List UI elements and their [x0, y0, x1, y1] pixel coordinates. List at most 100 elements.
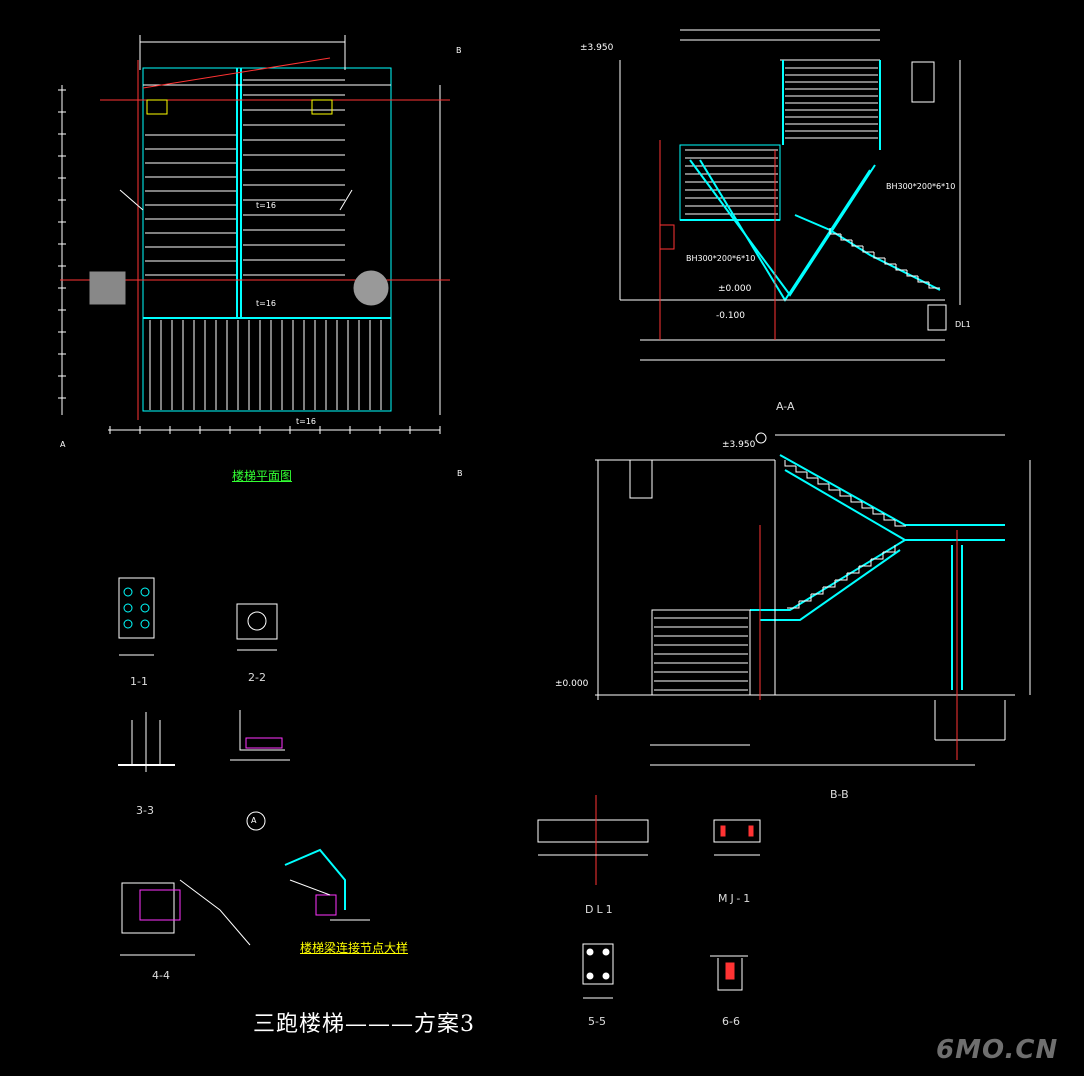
- bb-middle-stringer: [750, 539, 906, 611]
- aa-step: [862, 246, 874, 253]
- node-detail-title: 楼梯梁连接节点大样: [300, 941, 409, 955]
- bb-step: [847, 566, 860, 574]
- detail-1-1-bolt: [140, 603, 150, 613]
- bb-wall-block: [629, 459, 653, 499]
- plate-tag-1: t=16: [256, 201, 277, 210]
- plate-tag-3: t=16: [296, 417, 317, 426]
- drawing-main-title: 三跑楼梯———方案3: [253, 1012, 475, 1037]
- bb-step: [861, 502, 873, 509]
- aa-step: [829, 228, 841, 235]
- level-top-bb: ±3.950: [722, 440, 756, 450]
- plan-pad: [146, 99, 168, 115]
- detail-1-1-bolt: [123, 619, 133, 629]
- detail-a-marker: A: [251, 816, 257, 825]
- detail-1-1-bolt: [123, 587, 133, 597]
- detail-1-1-plate: [118, 577, 155, 639]
- detail-4-4-beam: [179, 879, 251, 946]
- detail-5-5-rebar: [602, 948, 610, 956]
- axis-b-bottom: B: [457, 469, 463, 478]
- node-leader: [289, 879, 331, 896]
- node-plate: [315, 894, 337, 916]
- bb-step: [806, 472, 818, 479]
- level-minus-aa: -0.100: [716, 311, 746, 321]
- detail-1-1-bolt: [140, 587, 150, 597]
- bb-step: [872, 508, 884, 515]
- bb-step: [871, 552, 884, 560]
- axis-a-left: A: [60, 440, 66, 449]
- bb-step: [799, 594, 812, 602]
- detail-6-6-section: [717, 958, 743, 991]
- bb-step: [795, 466, 807, 473]
- detail-6-6-stud: [725, 962, 735, 980]
- mj1-plate: [713, 819, 761, 843]
- aa-step: [884, 258, 896, 265]
- section-4-4-title: 4-4: [152, 969, 170, 982]
- aa-brace: [689, 159, 876, 297]
- detail-4-frame: [239, 710, 285, 751]
- bb-lower-flight: [651, 609, 751, 696]
- detail-5-5-rebar: [586, 948, 594, 956]
- bb-step: [850, 496, 862, 503]
- bb-step: [817, 478, 829, 485]
- plan-leader: [119, 189, 144, 211]
- detail-4-angle: [245, 737, 283, 749]
- detail-5-5-rebar: [602, 972, 610, 980]
- level-zero-bb: ±0.000: [555, 679, 589, 689]
- bb-step: [839, 490, 851, 497]
- bb-step: [787, 601, 800, 609]
- bb-step: [894, 520, 906, 527]
- detail-4-4-plate: [121, 882, 175, 934]
- aa-step: [906, 270, 918, 277]
- section-aa-title: A-A: [776, 400, 795, 413]
- mj1-stud: [748, 825, 754, 837]
- aa-wall-block: [911, 61, 935, 103]
- plan-column-square: [89, 271, 126, 305]
- detail-1-1-bolt: [140, 619, 150, 629]
- level-zero-aa: ±0.000: [718, 284, 752, 294]
- bb-step: [859, 559, 872, 567]
- section-5-5-title: 5-5: [588, 1015, 606, 1028]
- beam-tag-upper: BH300*200*6*10: [886, 182, 956, 191]
- mj1-title: MJ-1: [718, 892, 754, 905]
- detail-2-2-plate: [236, 603, 278, 640]
- section-3-3-title: 3-3: [136, 804, 154, 817]
- plan-column-round: [353, 270, 389, 306]
- plan-outline: [142, 67, 392, 412]
- detail-2-2-hole: [247, 611, 267, 631]
- watermark-logo: 6MO.CN: [936, 1035, 1059, 1065]
- bb-step: [883, 545, 896, 553]
- node-stringer: [284, 848, 346, 910]
- bb-step: [823, 580, 836, 588]
- bb-step: [811, 587, 824, 595]
- plan-handrail-break: [142, 57, 331, 89]
- bb-step: [784, 460, 796, 467]
- aa-step: [873, 252, 885, 259]
- plan-leader: [339, 189, 353, 211]
- bb-step: [883, 514, 895, 521]
- plan-pad: [311, 99, 333, 115]
- aa-footing: [927, 304, 947, 331]
- section-6-6-title: 6-6: [722, 1015, 740, 1028]
- detail-1-1-bolt: [123, 603, 133, 613]
- dl1-title: DL1: [585, 903, 616, 916]
- detail-5-5-section: [582, 943, 614, 985]
- section-1-1-title: 1-1: [130, 675, 148, 688]
- axis-b-top: B: [456, 46, 462, 55]
- bb-step: [835, 573, 848, 581]
- bb-middle-stringer: [760, 549, 901, 621]
- aa-lower-flight: [794, 214, 941, 291]
- aa-connection: [659, 224, 675, 250]
- detail-5-5-rebar: [586, 972, 594, 980]
- section-bb-title: B-B: [830, 788, 849, 801]
- aa-step: [851, 240, 863, 247]
- beam-tag-lower: BH300*200*6*10: [686, 254, 756, 263]
- level-top-aa: ±3.950: [580, 43, 614, 53]
- dl1-beam: [537, 819, 649, 843]
- aa-brace: [699, 159, 871, 302]
- bb-upper-stringer: [779, 454, 1005, 526]
- aa-step: [917, 276, 929, 283]
- detail-4-4-section: [139, 889, 181, 921]
- mj1-stud: [720, 825, 726, 837]
- plan-view-title: 楼梯平面图: [232, 469, 293, 483]
